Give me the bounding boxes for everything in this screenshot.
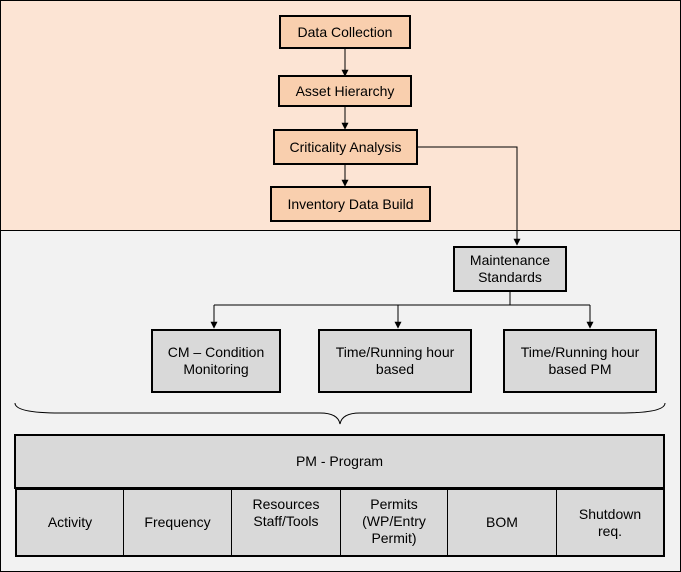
- permits-label-2: (WP/Entry: [362, 513, 426, 529]
- time-based-label-1: Time/Running hour: [335, 344, 455, 360]
- frequency-label: Frequency: [144, 514, 211, 530]
- maintenance-standards-label-1: Maintenance: [469, 252, 551, 268]
- arrow-criticality-to-standards: [417, 146, 521, 246]
- pm-program-header: PM - Program: [14, 434, 665, 489]
- grouping-brace: [14, 402, 666, 425]
- asset-hierarchy-label: Asset Hierarchy: [295, 82, 395, 99]
- asset-hierarchy-box: Asset Hierarchy: [278, 75, 412, 107]
- time-based-pm-label-1: Time/Running hour: [520, 344, 640, 360]
- inventory-data-build-box: Inventory Data Build: [270, 186, 431, 222]
- bom-cell: BOM: [447, 488, 557, 557]
- criticality-analysis-label: Criticality Analysis: [289, 138, 402, 155]
- resources-label-1: Resources: [252, 496, 320, 512]
- condition-monitoring-label-2: Monitoring: [183, 361, 249, 377]
- inventory-data-build-label: Inventory Data Build: [287, 195, 414, 212]
- maintenance-standards-label-2: Standards: [478, 269, 542, 285]
- permits-label-1: Permits: [370, 496, 418, 512]
- pm-program-title: PM - Program: [295, 453, 384, 469]
- permits-label-3: Permit): [371, 530, 417, 546]
- activity-label: Activity: [47, 514, 93, 530]
- data-collection-box: Data Collection: [279, 15, 411, 49]
- activity-cell: Activity: [15, 488, 124, 557]
- shutdown-label-1: Shutdown: [578, 505, 642, 522]
- criticality-analysis-box: Criticality Analysis: [273, 129, 418, 165]
- bom-label: BOM: [486, 514, 518, 530]
- data-collection-label: Data Collection: [297, 23, 393, 40]
- time-based-label-2: based: [375, 361, 415, 377]
- resources-label-2: Staff/Tools: [253, 513, 319, 529]
- frequency-cell: Frequency: [123, 488, 232, 557]
- time-based-pm-label-2: based PM: [548, 361, 612, 377]
- shutdown-label-2: req.: [597, 522, 623, 539]
- condition-monitoring-label-1: CM – Condition: [167, 344, 265, 360]
